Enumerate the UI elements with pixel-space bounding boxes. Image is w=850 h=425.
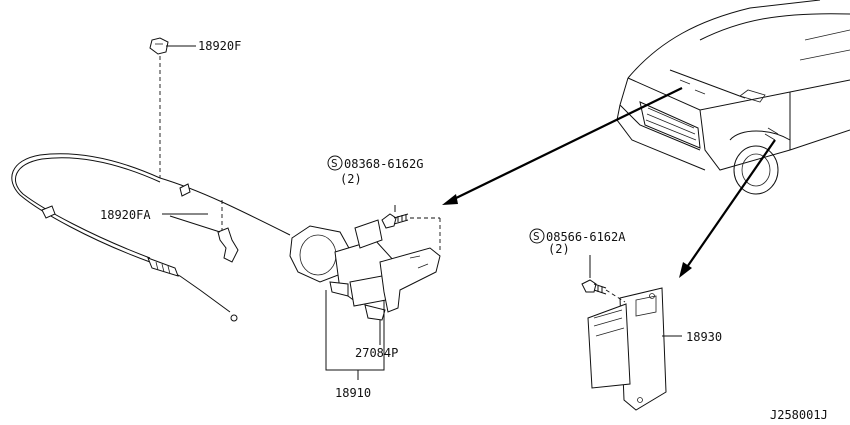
bolt-2-callout: S 08566-6162A (2) bbox=[529, 228, 626, 256]
cable-assembly bbox=[11, 37, 291, 322]
bolt-1 bbox=[381, 213, 409, 229]
label-bracket: 27084P bbox=[355, 346, 398, 360]
bolt-2 bbox=[581, 279, 626, 303]
label-bolt-2-qty: (2) bbox=[548, 242, 570, 256]
callout-arrows bbox=[442, 87, 776, 278]
label-controller: 18930 bbox=[686, 330, 722, 344]
label-clip-mid: 18920FA bbox=[100, 208, 151, 222]
controller-unit bbox=[587, 287, 682, 411]
s-symbol-1 bbox=[327, 155, 343, 171]
diagram-id: J258001J bbox=[770, 408, 828, 422]
s-symbol-1-text: S bbox=[331, 157, 338, 170]
label-clip-top: 18920F bbox=[198, 39, 241, 53]
label-bolt-1-qty: (2) bbox=[340, 172, 362, 186]
actuator-assembly bbox=[289, 217, 441, 321]
s-symbol-2-text: S bbox=[533, 230, 540, 243]
label-actuator: 18910 bbox=[335, 386, 371, 400]
s-symbol-2 bbox=[529, 228, 545, 244]
vehicle-illustration bbox=[616, 0, 850, 195]
label-bolt-2-number: 08566-6162A bbox=[546, 230, 626, 244]
leader-lines bbox=[162, 205, 591, 380]
label-bolt-1-number: 08368-6162G bbox=[344, 157, 423, 171]
bolt-1-callout: S 08368-6162G (2) bbox=[327, 155, 423, 186]
